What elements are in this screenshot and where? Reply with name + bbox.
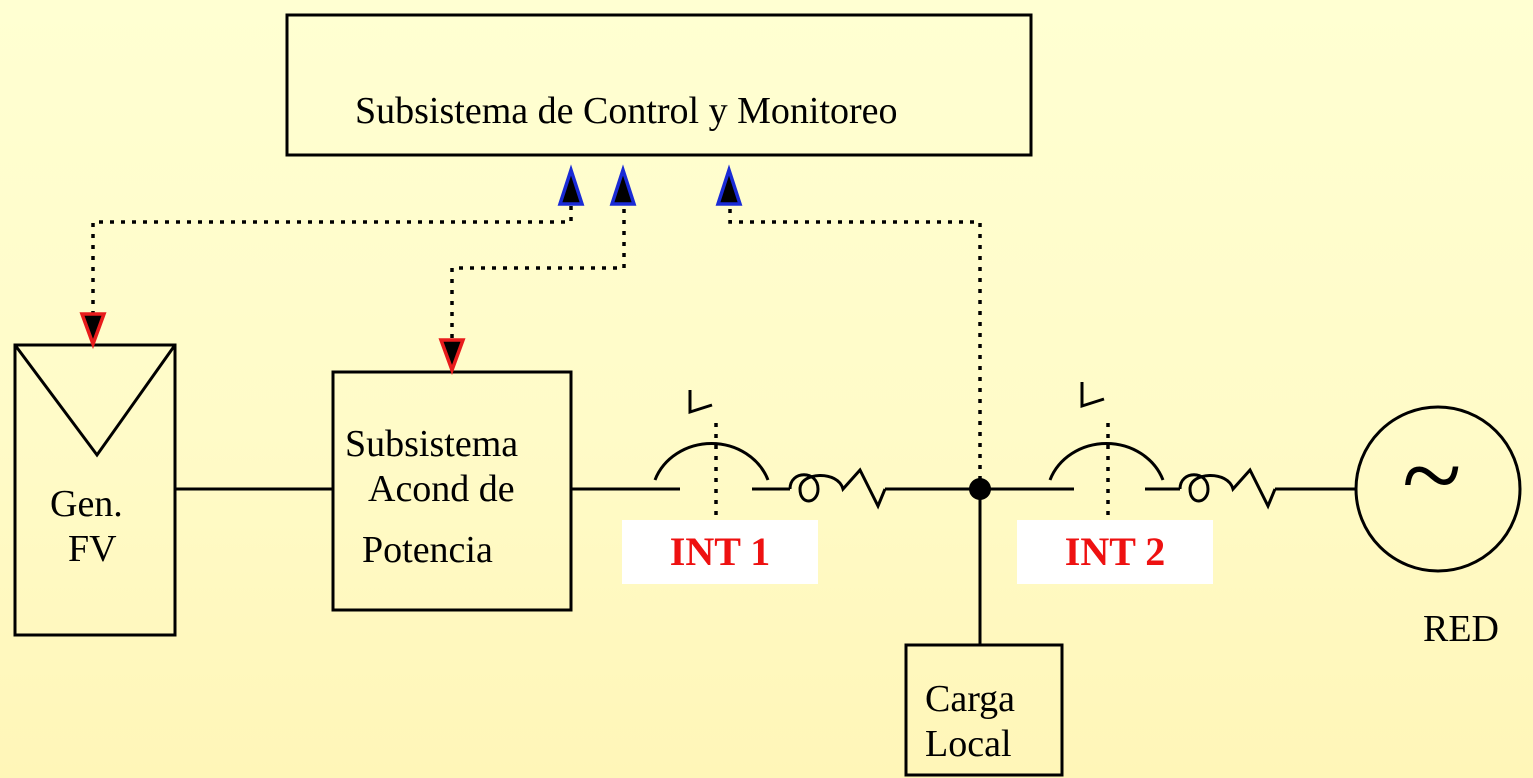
load-label-line2: Local [925, 723, 1012, 765]
breaker-1-fuse [788, 467, 887, 510]
junction-node [969, 478, 991, 500]
power-conditioner-label-line3: Potencia [362, 529, 493, 571]
arrow-up-from-pv [557, 164, 585, 206]
signal-links [91, 205, 1110, 515]
arrow-up-from-conditioner [609, 164, 637, 206]
load-label-line1: Carga [925, 678, 1016, 720]
grid-label: RED [1423, 608, 1499, 650]
power-conditioner-label-line1: Subsistema [345, 423, 519, 465]
control-box [285, 13, 1033, 157]
breaker-2-fuse [1178, 467, 1277, 510]
load-box [904, 643, 1064, 777]
breaker-2-contact-arc [1048, 442, 1165, 481]
breaker-2-label: INT 2 [1017, 520, 1213, 584]
pv-generator-label-line1: Gen. [50, 483, 123, 525]
arrows-to-control [557, 164, 743, 206]
pv-generator-label-line2: FV [68, 528, 117, 570]
ac-source-symbol: ~ [1402, 414, 1462, 536]
arrows-to-devices [79, 312, 466, 376]
breaker-trip-arrows [688, 382, 1105, 415]
arrow-down-to-pv [79, 312, 107, 350]
power-conditioner-label-line2: Acond de [368, 468, 515, 510]
arrow-up-from-bus [715, 164, 743, 206]
control-box-label: Subsistema de Control y Monitoreo [355, 90, 898, 132]
arrow-down-to-conditioner [438, 338, 466, 376]
breaker-1-label: INT 1 [622, 520, 818, 584]
pv-generator-symbol [13, 344, 177, 458]
breaker-1-contact-arc [653, 442, 770, 481]
